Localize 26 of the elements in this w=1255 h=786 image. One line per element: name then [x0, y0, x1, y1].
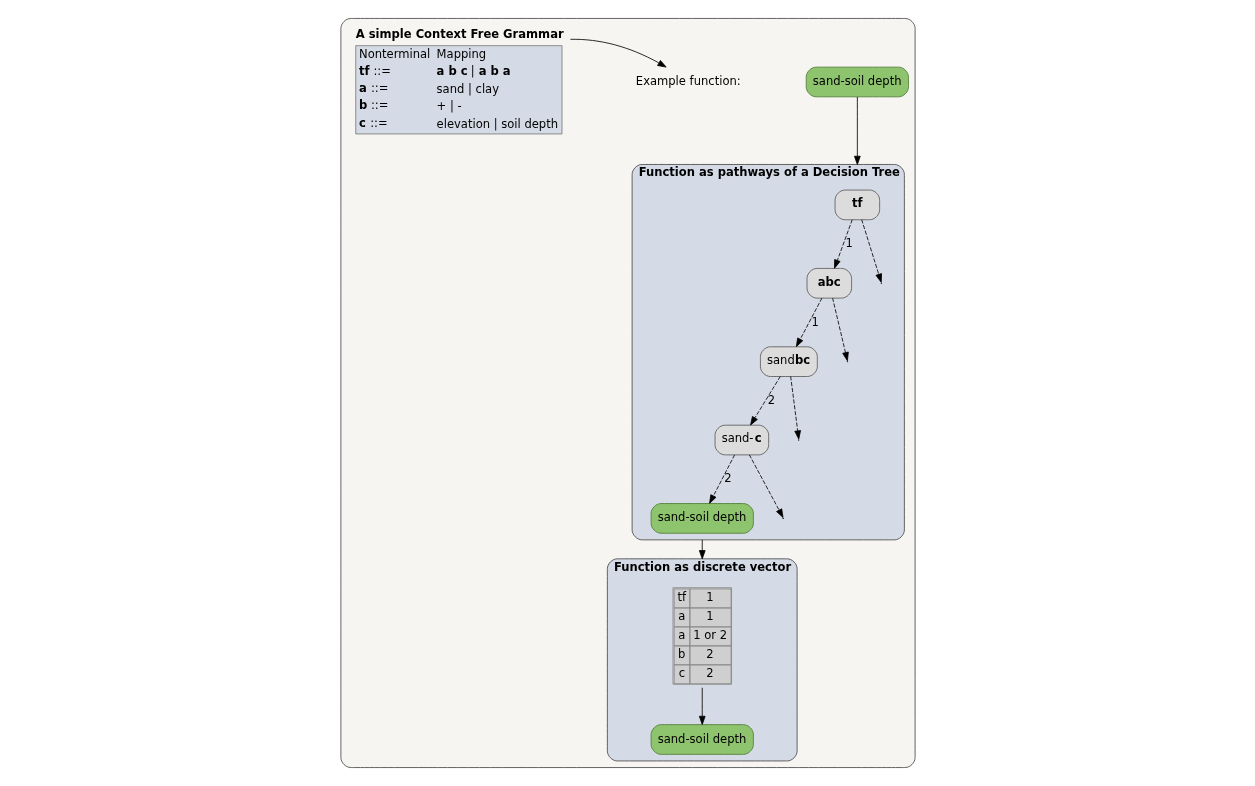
- node-text: Example function:: [635, 74, 741, 89]
- arrow: [833, 219, 853, 269]
- arrow: [831, 297, 849, 362]
- arrow: [748, 454, 783, 518]
- edge-label: 1: [811, 314, 819, 329]
- arrow: [853, 96, 861, 165]
- node-box: sand-c: [714, 424, 769, 456]
- node-box: abc: [806, 268, 852, 299]
- node-box: sandbc: [759, 346, 818, 377]
- edge-label: 2: [767, 392, 775, 407]
- cluster: [340, 18, 915, 768]
- arrow: [708, 454, 735, 504]
- arrow: [569, 38, 667, 68]
- edge-label: 2: [723, 471, 731, 486]
- arrow: [789, 376, 801, 440]
- arrow: [698, 687, 706, 725]
- node-box: sand-soil depth: [650, 503, 754, 534]
- arrow: [698, 539, 706, 560]
- node-box: sand-soil depth: [805, 66, 909, 98]
- node-label: A simple Context Free Grammar: [355, 27, 564, 42]
- node-box: sand-soil depth: [650, 724, 754, 755]
- arrow: [795, 297, 822, 347]
- node-box: tf: [834, 189, 880, 221]
- arrow: [860, 219, 882, 283]
- edge-label: 1: [844, 236, 853, 251]
- arrow: [749, 376, 781, 426]
